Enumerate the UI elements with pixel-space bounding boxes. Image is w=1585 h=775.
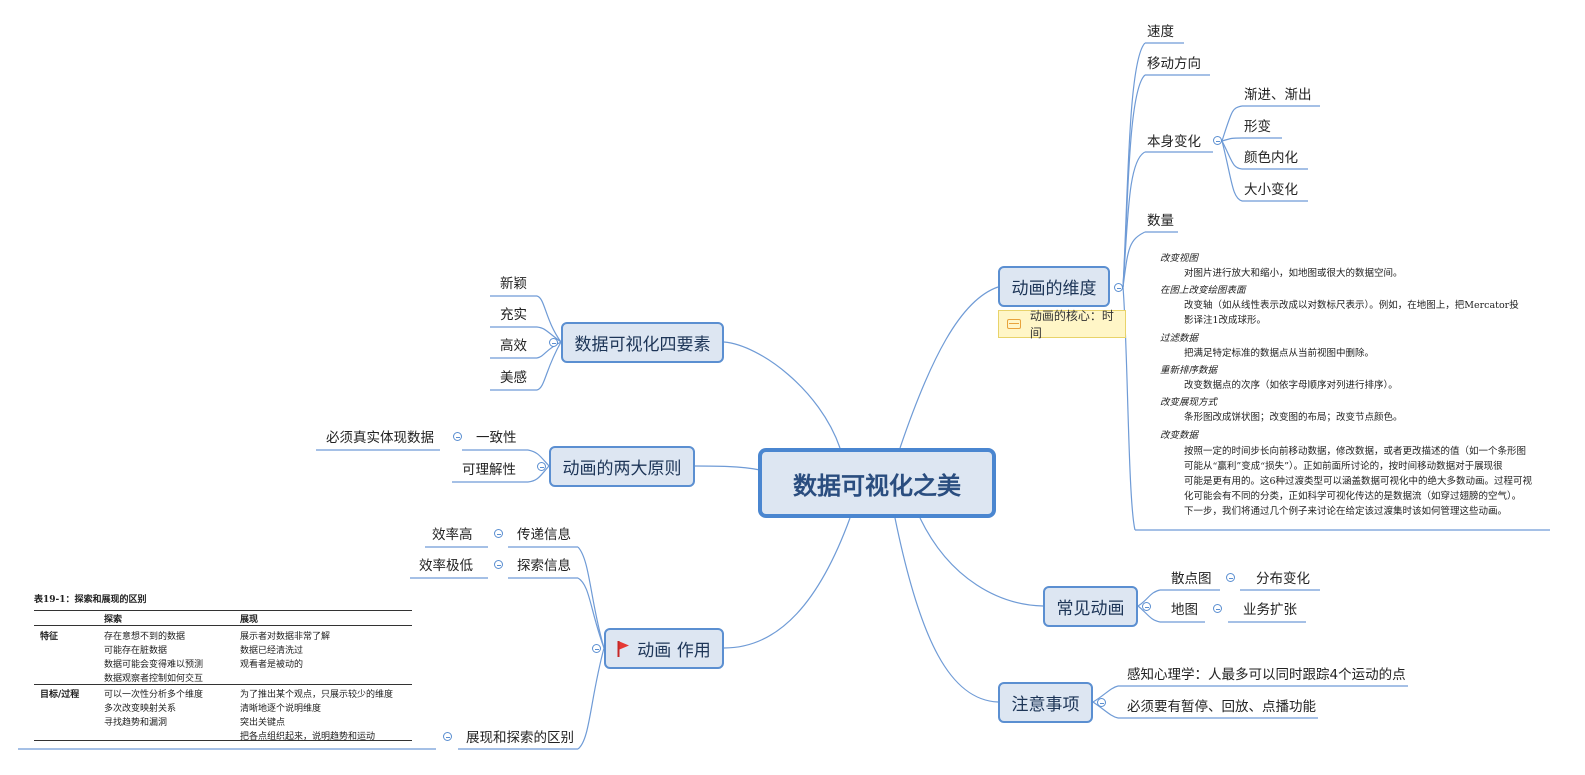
topic-four-elements[interactable]: 数据可视化四要素: [561, 322, 724, 363]
collapse-toggle-diff[interactable]: [443, 732, 452, 741]
leaf-deliver-info[interactable]: 传递信息: [517, 527, 571, 543]
leaf-rich[interactable]: 充实: [500, 307, 527, 323]
quantity-def: 可能从“赢利”变成“损失”）。正如前面所讨论的，按时间移动数据对于展现很: [1184, 461, 1503, 472]
collapse-toggle-scatter[interactable]: [1226, 573, 1235, 582]
topic-common-animations[interactable]: 常见动画: [1043, 586, 1138, 627]
table-header-present: 展现: [240, 615, 259, 625]
leaf-explore-detail[interactable]: 效率极低: [419, 558, 473, 574]
leaf-direction[interactable]: 移动方向: [1147, 56, 1201, 72]
collapse-toggle-common[interactable]: [1142, 602, 1151, 611]
table-cell: 可以一次性分析多个维度: [104, 690, 204, 700]
topic-notes[interactable]: 注意事项: [998, 682, 1093, 723]
leaf-understandability[interactable]: 可理解性: [462, 462, 516, 478]
leaf-self-change[interactable]: 本身变化: [1147, 134, 1201, 150]
table-cell: 为了推出某个观点，只展示较少的维度: [240, 690, 394, 700]
quantity-def: 按照一定的时间步长向前移动数据，修改数据，或者更改描述的值（如一个条形图: [1184, 446, 1527, 457]
quantity-def: 条形图改成饼状图；改变图的布局；改变节点颜色。: [1184, 412, 1403, 423]
quantity-term: 过滤数据: [1160, 333, 1199, 344]
leaf-efficient[interactable]: 高效: [500, 338, 527, 354]
topic-notes-label: 注意事项: [1011, 695, 1080, 715]
collapse-toggle-effect[interactable]: [592, 644, 601, 653]
note-icon: [1007, 319, 1021, 329]
quantity-term: 重新排序数据: [1160, 365, 1218, 376]
leaf-map[interactable]: 地图: [1171, 602, 1198, 618]
table-cell: 把各点组织起来，说明趋势和运动: [240, 732, 376, 742]
topic-animation-dimensions-label: 动画的维度: [1011, 279, 1097, 299]
leaf-deliver-detail[interactable]: 效率高: [432, 527, 473, 543]
leaf-color[interactable]: 颜色内化: [1244, 150, 1298, 166]
quantity-def: 下一步，我们将通过几个例子来讨论在给定该过渡集时该如何管理这些动画。: [1184, 506, 1508, 517]
table-cell: 数据观察者控制如何交互: [104, 674, 204, 684]
quantity-def: 对图片进行放大和缩小，如地图或很大的数据空间。: [1184, 268, 1403, 279]
collapse-toggle-principles[interactable]: [537, 462, 546, 471]
central-topic[interactable]: 数据可视化之美: [758, 448, 996, 518]
collapse-toggle-four[interactable]: [549, 338, 558, 347]
table-cell: 多次改变映射关系: [104, 704, 177, 714]
leaf-novel[interactable]: 新颖: [500, 276, 527, 292]
table-cell: 数据已经清洗过: [240, 646, 304, 656]
table-caption: 表19-1：探索和展现的区别: [34, 595, 147, 605]
central-topic-label: 数据可视化之美: [793, 471, 961, 500]
explore-vs-present-table-image: 表19-1：探索和展现的区别 探索 展现 特征 存在意想不到的数据 可能存在脏数…: [34, 590, 414, 742]
leaf-pause-replay[interactable]: 必须要有暂停、回放、点播功能: [1127, 699, 1316, 715]
table-cell: 数据可能会变得难以预测: [104, 660, 204, 670]
collapse-toggle-map[interactable]: [1213, 604, 1222, 613]
note-animation-core-text: 动画的核心：时间: [1029, 309, 1114, 340]
quantity-def: 可能是更有用的。这6种过渡类型可以涵盖数据可视化中的绝大多数动画。过程可视: [1184, 476, 1533, 487]
leaf-fade[interactable]: 渐进、渐出: [1244, 87, 1312, 103]
quantity-def: 改变数据点的次序（如依字母顺序对列进行排序）。: [1184, 380, 1398, 391]
collapse-toggle-notes[interactable]: [1097, 698, 1106, 707]
quantity-def: 改变轴（如从线性表示改成以对数标尺表示）。例如，在地图上，把Mercator投: [1184, 300, 1519, 311]
leaf-size[interactable]: 大小变化: [1244, 182, 1298, 198]
quantity-term: 改变数据: [1160, 430, 1199, 441]
table-cell: 展示者对数据非常了解: [240, 632, 331, 642]
quantity-image-text: 改变视图 对图片进行放大和缩小，如地图或很大的数据空间。 在图上改变绘图表面 改…: [1160, 250, 1540, 520]
leaf-speed[interactable]: 速度: [1147, 24, 1174, 40]
topic-two-principles-label: 动画的两大原则: [562, 459, 682, 479]
quantity-term: 在图上改变绘图表面: [1160, 285, 1246, 296]
red-flag-icon: [617, 640, 630, 657]
leaf-business-expansion[interactable]: 业务扩张: [1243, 602, 1297, 618]
collapse-toggle-explore[interactable]: [494, 560, 503, 569]
leaf-morph[interactable]: 形变: [1244, 119, 1271, 135]
topic-animation-dimensions[interactable]: 动画的维度: [998, 266, 1110, 307]
leaf-scatter[interactable]: 散点图: [1171, 571, 1212, 587]
topic-two-principles[interactable]: 动画的两大原则: [549, 446, 695, 487]
collapse-toggle-dimensions[interactable]: [1114, 283, 1123, 292]
table-header-explore: 探索: [104, 615, 123, 625]
leaf-perception[interactable]: 感知心理学：人最多可以同时跟踪4个运动的点: [1127, 667, 1406, 683]
collapse-toggle-consistency[interactable]: [453, 432, 462, 441]
topic-four-elements-label: 数据可视化四要素: [574, 335, 711, 355]
leaf-beauty[interactable]: 美感: [500, 370, 527, 386]
table-cell: 寻找趋势和漏洞: [104, 718, 168, 728]
table-row-label: 目标/过程: [40, 690, 80, 700]
topic-animation-effect[interactable]: 动画 作用: [604, 628, 724, 669]
table-cell: 观看者是被动的: [240, 660, 304, 670]
leaf-quantity[interactable]: 数量: [1147, 213, 1174, 229]
leaf-consistency-detail[interactable]: 必须真实体现数据: [326, 430, 434, 446]
quantity-term: 改变展现方式: [1160, 397, 1218, 408]
leaf-present-vs-explore[interactable]: 展现和探索的区别: [466, 730, 574, 746]
table-cell: 清晰地逐个说明维度: [240, 704, 322, 714]
quantity-def: 把满足特定标准的数据点从当前视图中删除。: [1184, 348, 1375, 359]
collapse-toggle-deliver[interactable]: [494, 529, 503, 538]
quantity-term: 改变视图: [1160, 253, 1199, 264]
leaf-explore-info[interactable]: 探索信息: [517, 558, 571, 574]
topic-common-animations-label: 常见动画: [1056, 599, 1125, 619]
table-cell: 突出关键点: [240, 718, 286, 728]
quantity-def: 影译注1改成球形。: [1184, 315, 1267, 326]
table-cell: 可能存在脏数据: [104, 646, 168, 656]
leaf-consistency[interactable]: 一致性: [476, 430, 517, 446]
collapse-toggle-self-change[interactable]: [1213, 136, 1222, 145]
table-cell: 存在意想不到的数据: [104, 632, 186, 642]
note-animation-core[interactable]: 动画的核心：时间: [998, 309, 1126, 340]
topic-animation-effect-label: 动画 作用: [637, 641, 711, 661]
table-row-label: 特征: [40, 632, 59, 642]
quantity-def: 化可能会有不同的分类，正如科学可视化传达的是数据流（如穿过翅膀的空气）。: [1184, 491, 1522, 502]
leaf-distribution-change[interactable]: 分布变化: [1256, 571, 1310, 587]
